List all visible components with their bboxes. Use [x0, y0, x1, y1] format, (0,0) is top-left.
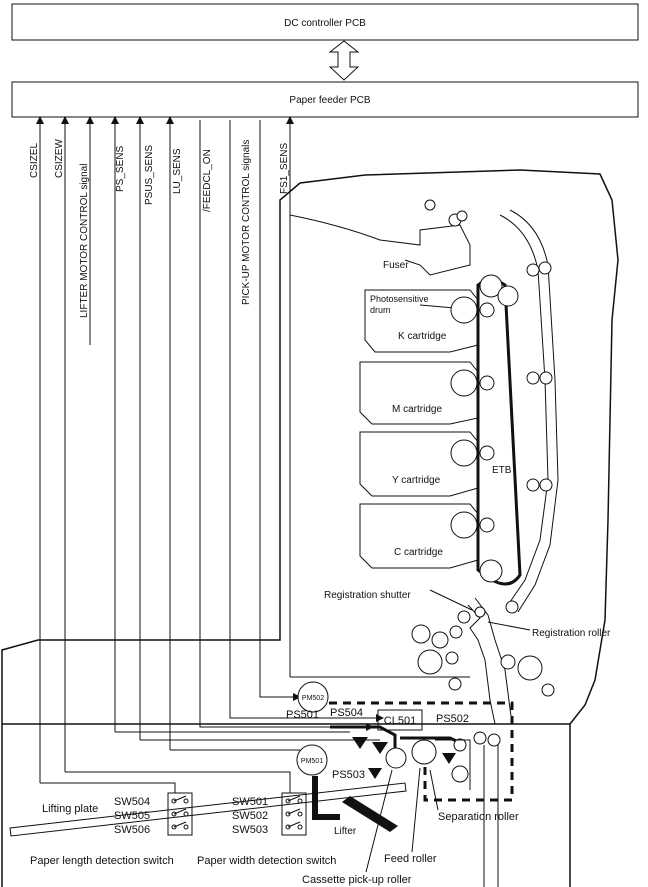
pm502-label: PM502 [302, 695, 324, 702]
ps503-label: PS503 [332, 769, 365, 781]
paper-width-switch-label: Paper width detection switch [197, 855, 336, 867]
registration-roller-pointer [487, 621, 531, 631]
pcb-link-arrow [328, 40, 360, 81]
width-switch-block: SW501 SW502 SW503 [232, 792, 307, 836]
drive-train [315, 701, 514, 802]
pickup-rollers [385, 731, 501, 887]
pm502-motor: PM502 [297, 681, 329, 713]
signal-csizew: CSIZEW [54, 139, 65, 178]
pickup-drive-line [330, 725, 397, 748]
paper-feeder-label: Paper feeder PCB [289, 95, 370, 106]
separation-pointer [429, 769, 439, 811]
sw502-label: SW502 [232, 810, 268, 822]
y-cartridge: Y cartridge [359, 431, 495, 497]
signal-csizel: CSIZEL [29, 143, 40, 178]
k-cartridge: K cartridge [364, 289, 495, 353]
registration-roller-label: Registration roller [532, 628, 611, 639]
signal-lines [36, 116, 470, 793]
drum-label-1: Photosensitive [370, 294, 429, 304]
signal-lu-sens: LU_SENS [172, 148, 183, 194]
ps501-flag [352, 737, 368, 749]
ps502-label: PS502 [436, 713, 469, 725]
paper-length-switch-label: Paper length detection switch [30, 855, 174, 867]
separation-roller-label: Separation roller [438, 811, 519, 823]
feeder-housing [2, 723, 571, 887]
lifting-plate-label: Lifting plate [42, 803, 98, 815]
lifter: Lifter [334, 796, 398, 837]
fuser: Fuser [289, 199, 471, 276]
drum-pointer [419, 304, 456, 309]
ps504-label: PS504 [330, 707, 363, 719]
sw505-label: SW505 [114, 810, 150, 822]
ps501-label: PS501 [286, 709, 319, 721]
pm501-motor: PM501 [296, 744, 340, 820]
length-switch-block: SW504 SW505 SW506 [114, 792, 193, 836]
signal-feedcl-on: /FEEDCL_ON [202, 149, 213, 212]
signal-ps-sens: PS_SENS [115, 146, 126, 192]
ps504-flag [372, 742, 388, 754]
dc-controller-label: DC controller PCB [284, 18, 366, 29]
c-cartridge-label: C cartridge [394, 547, 443, 558]
paper-feeder-pcb: Paper feeder PCB [11, 81, 639, 118]
fuser-label: Fuser [383, 260, 409, 271]
ps502-flag [442, 753, 456, 764]
pickup-pointer [365, 769, 393, 873]
signal-pickup-motor: PICK-UP MOTOR CONTROL signals [241, 140, 252, 305]
signal-fs1-sens: FS1_SENS [279, 143, 290, 194]
printer-body [1, 169, 619, 887]
sw506-label: SW506 [114, 824, 150, 836]
cl501-label: CL501 [384, 715, 416, 727]
signal-labels: CSIZEL CSIZEW LIFTER MOTOR CONTROL signa… [29, 139, 290, 318]
m-cartridge: M cartridge [359, 361, 495, 425]
signal-lifter-motor: LIFTER MOTOR CONTROL signal [79, 164, 90, 318]
signal-psus-sens: PSUS_SENS [144, 145, 155, 205]
registration-area: Registration shutter Registration roller [324, 589, 611, 725]
feed-pointer [411, 767, 421, 853]
etb: ETB [476, 274, 522, 586]
ps503-flag [368, 768, 382, 779]
lifter-label: Lifter [334, 826, 357, 837]
right-paper-path [499, 209, 559, 613]
feed-roller-label: Feed roller [384, 853, 437, 865]
etb-label: ETB [492, 465, 512, 476]
cl501-clutch: CL501 [377, 709, 423, 731]
sw504-label: SW504 [114, 796, 150, 808]
pm501-label: PM501 [301, 758, 323, 765]
lifting-plate: Lifting plate [9, 782, 407, 837]
registration-shutter-label: Registration shutter [324, 590, 411, 601]
m-cartridge-label: M cartridge [392, 404, 442, 415]
sw503-label: SW503 [232, 824, 268, 836]
registration-shutter-pointer [429, 589, 473, 611]
c-cartridge: C cartridge [359, 503, 495, 569]
k-cartridge-label: K cartridge [398, 331, 447, 342]
dc-controller-pcb: DC controller PCB [11, 3, 639, 41]
y-cartridge-label: Y cartridge [392, 475, 441, 486]
cassette-pickup-label: Cassette pick-up roller [302, 874, 412, 886]
drum-label-2: drum [370, 305, 391, 315]
sw501-label: SW501 [232, 796, 268, 808]
